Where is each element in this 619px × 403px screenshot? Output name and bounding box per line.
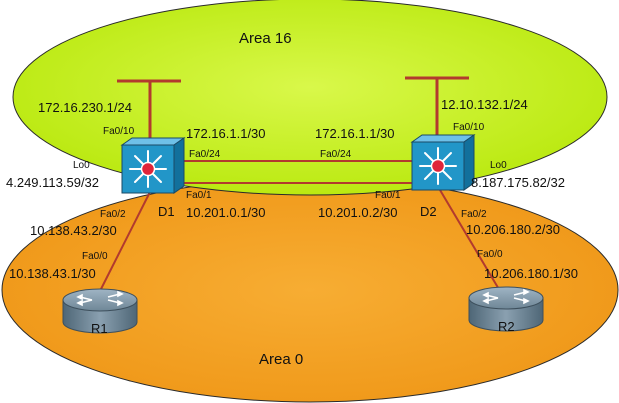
d2-fa01-ip: 10.201.0.2/30 <box>318 205 398 220</box>
r1-name-label: R1 <box>91 321 108 336</box>
d2-fa02-ip: 10.206.180.2/30 <box>466 222 560 237</box>
d1-fa010-ip: 172.16.230.1/24 <box>38 100 132 115</box>
r1-fa00-port: Fa0/0 <box>82 251 108 262</box>
d2-fa02-port: Fa0/2 <box>461 209 487 220</box>
d2-name-label: D2 <box>420 204 437 219</box>
d1-lo0-ip: 4.249.113.59/32 <box>6 175 99 190</box>
r2-name-label: R2 <box>498 319 515 334</box>
r2-router-icon[interactable] <box>468 286 544 332</box>
d1-lo0-label: Lo0 <box>73 160 90 171</box>
d1-fa01-port: Fa0/1 <box>186 190 212 201</box>
d2-stub-network <box>405 76 469 143</box>
d1-fa010-port: Fa0/10 <box>103 126 135 137</box>
d2-multilayer-switch-icon[interactable] <box>410 134 476 191</box>
r1-router-icon[interactable] <box>62 288 138 334</box>
d1-stub-network <box>117 79 181 147</box>
d1-r1-link <box>98 191 151 294</box>
d1-fa024-ip: 172.16.1.1/30 <box>186 126 266 141</box>
r2-fa00-port: Fa0/0 <box>477 249 503 260</box>
d1-fa02-port: Fa0/2 <box>100 209 126 220</box>
d1-fa02-ip: 10.138.43.2/30 <box>30 223 117 238</box>
d2-fa010-ip: 12.10.132.1/24 <box>441 97 528 112</box>
d2-lo0-ip: 8.187.175.82/32 <box>471 175 565 190</box>
area-16-label: Area 16 <box>239 30 292 47</box>
r2-fa00-ip: 10.206.180.1/30 <box>484 266 578 281</box>
d2-fa024-ip: 172.16.1.1/30 <box>315 126 395 141</box>
r1-fa00-ip: 10.138.43.1/30 <box>9 266 96 281</box>
d2-fa01-port: Fa0/1 <box>375 190 401 201</box>
d1-name-label: D1 <box>158 204 175 219</box>
d2-fa010-port: Fa0/10 <box>453 122 485 133</box>
d2-r2-link <box>439 189 501 292</box>
d1-fa01-ip: 10.201.0.1/30 <box>186 205 266 220</box>
area-0-label: Area 0 <box>259 351 303 368</box>
d2-fa024-port: Fa0/24 <box>320 149 352 160</box>
d1-fa024-port: Fa0/24 <box>189 149 221 160</box>
d1-multilayer-switch-icon[interactable] <box>120 137 186 194</box>
d2-lo0-label: Lo0 <box>490 160 507 171</box>
